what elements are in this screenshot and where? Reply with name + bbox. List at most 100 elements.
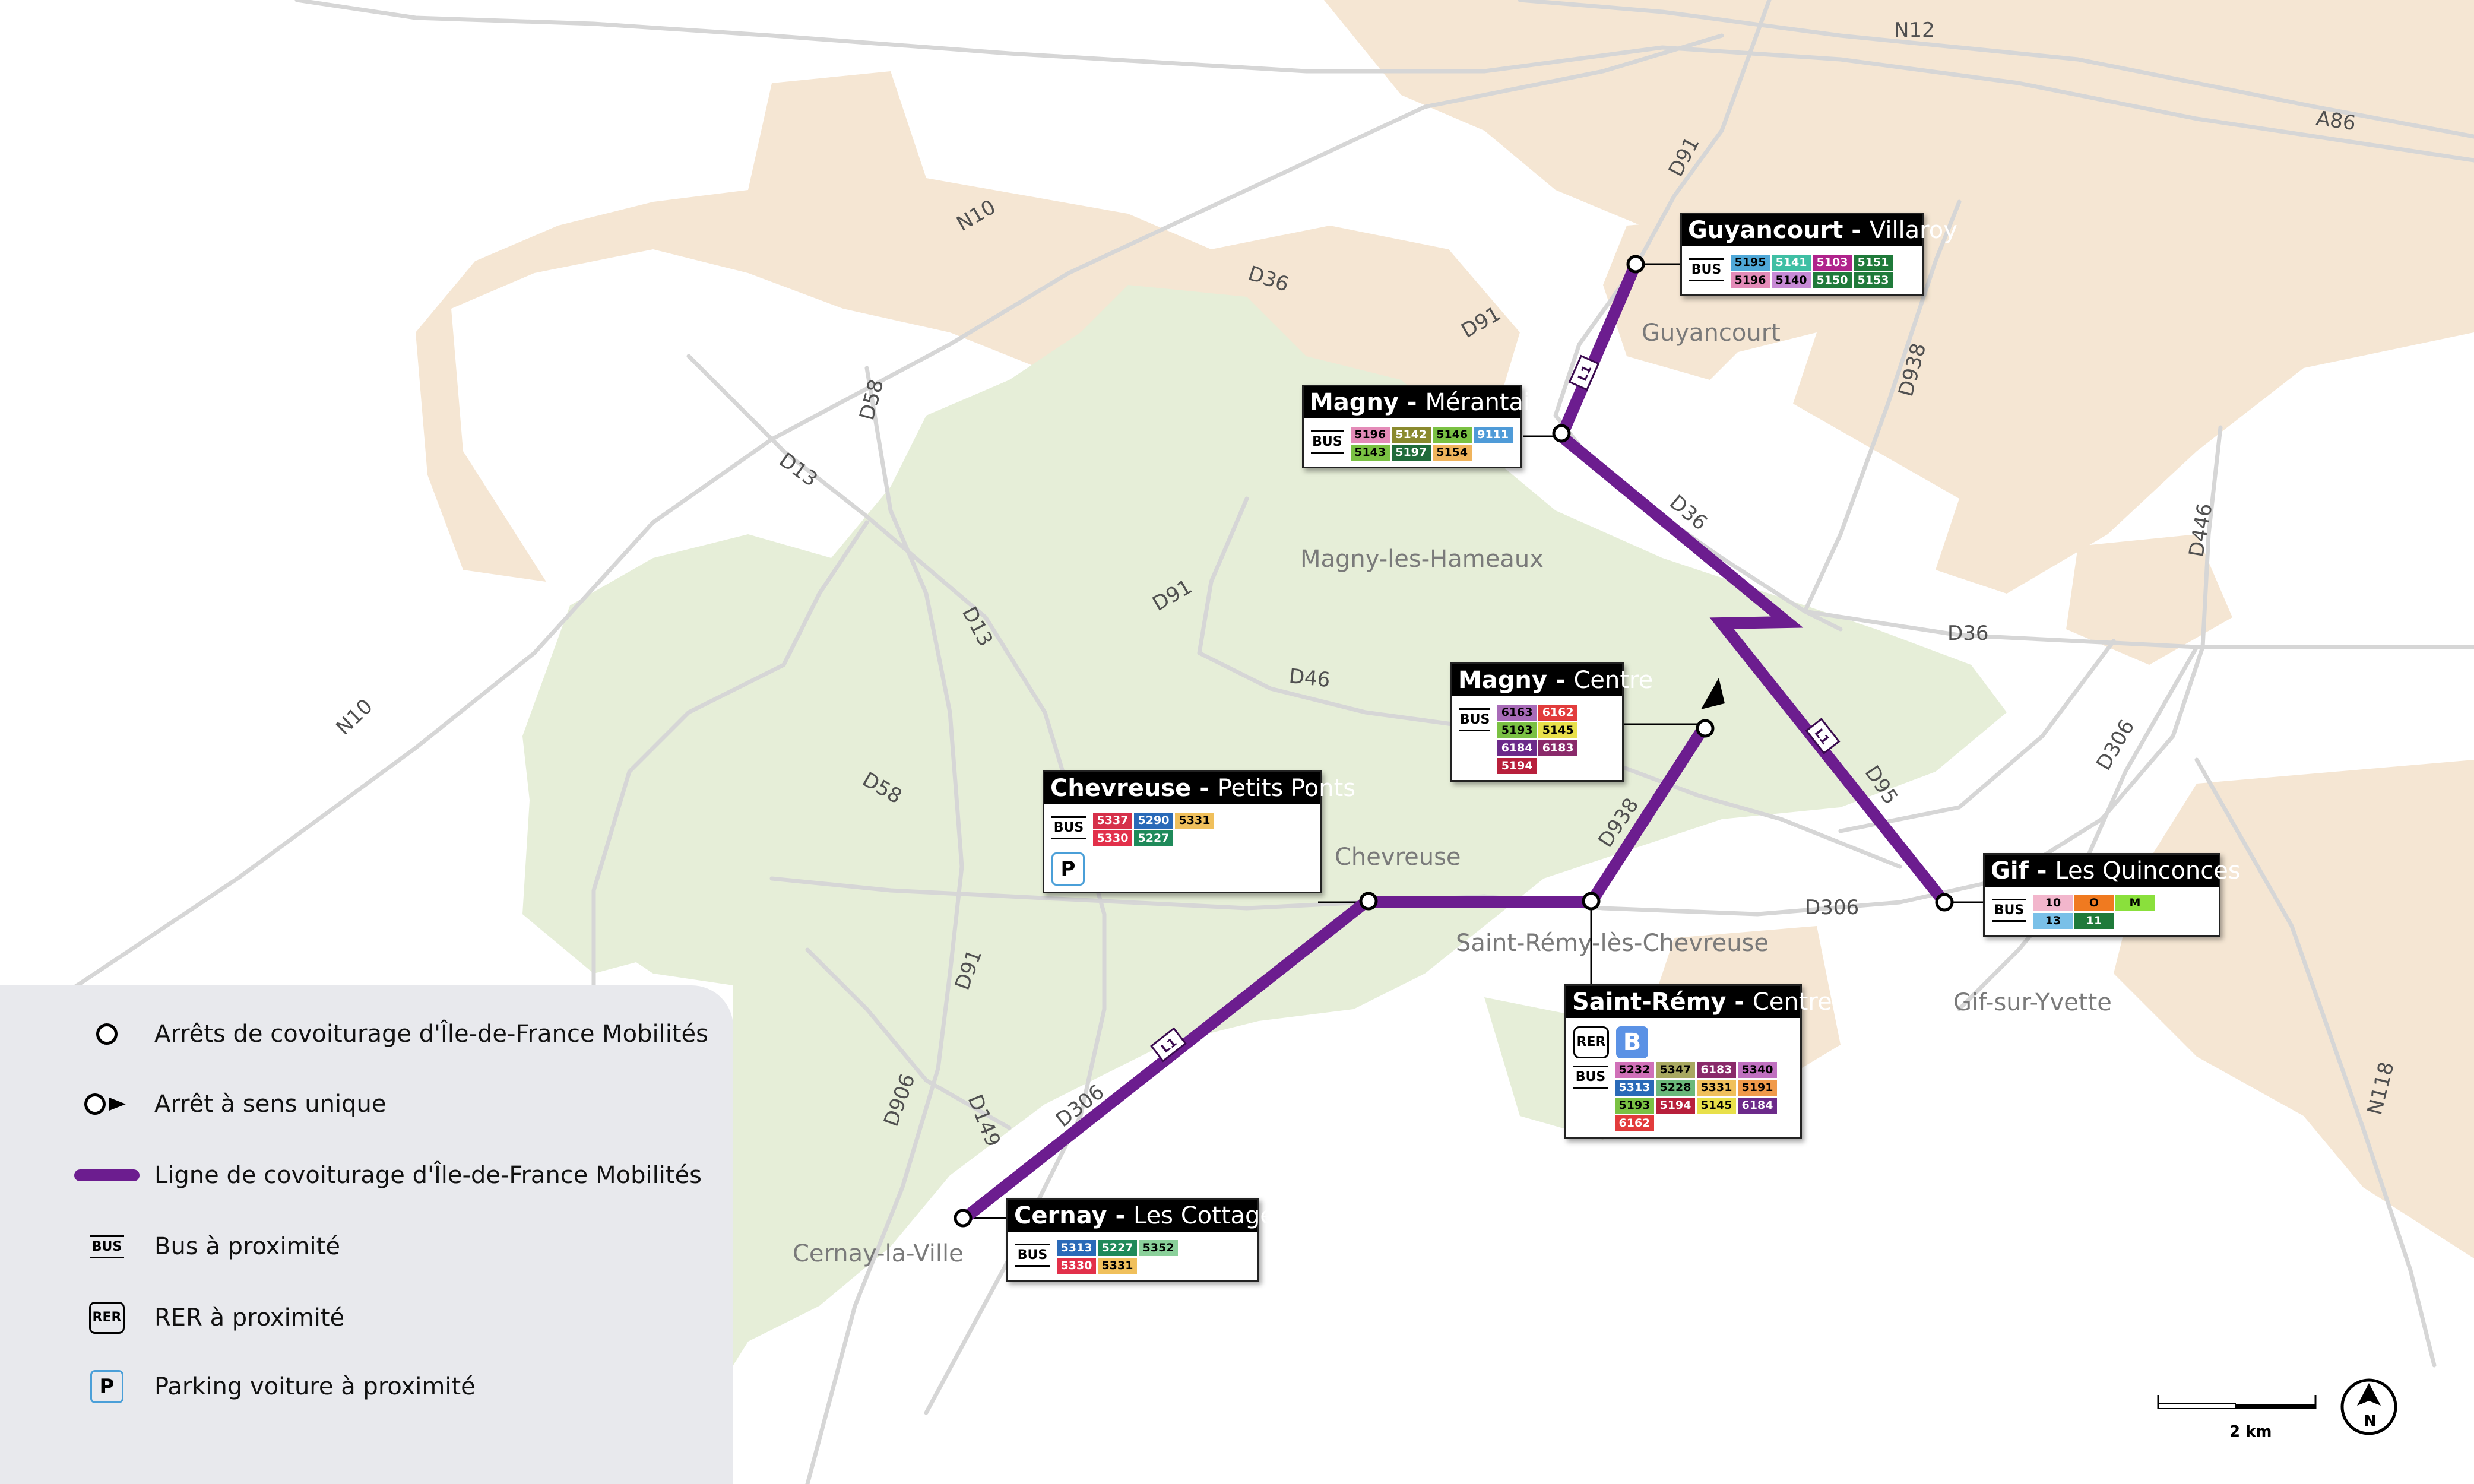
road-label: N12	[1894, 18, 1935, 42]
parking-icon: P	[1051, 852, 1085, 886]
bus-line-chip: 5103	[1813, 255, 1852, 271]
bus-line-chip: 11	[2074, 913, 2114, 929]
bus-line-chip: O	[2074, 895, 2114, 911]
bus-icon: BUS	[1051, 816, 1086, 839]
bus-line-chip: 5331	[1697, 1080, 1736, 1096]
rer-icon: RER	[89, 1302, 125, 1334]
bus-line-chip: 5352	[1139, 1240, 1178, 1256]
scale-bar: 2 km	[2157, 1395, 2317, 1441]
one-way-arrow-icon	[1701, 678, 1725, 709]
legend-label: Arrêt à sens unique	[154, 1090, 387, 1118]
bus-line-chip: 5313	[1615, 1080, 1654, 1096]
bus-line-chip: 5196	[1350, 427, 1390, 443]
bus-line-chip: 5193	[1497, 722, 1537, 738]
road-label: D306	[2092, 716, 2139, 775]
road-label: D36	[1947, 621, 1988, 645]
bus-line-chip: 5142	[1391, 427, 1431, 443]
stop-marker[interactable]	[1626, 255, 1645, 274]
stop-title: Gif - Les Quinconces	[1985, 855, 2241, 887]
bus-line-chip: 6183	[1538, 740, 1578, 756]
legend-label: Parking voiture à proximité	[154, 1373, 476, 1400]
bus-line-chip: 5153	[1854, 272, 1893, 288]
bus-line-chip: 9111	[1473, 427, 1513, 443]
bus-icon: BUS	[1573, 1066, 1608, 1089]
bus-line-chip: 5195	[1731, 255, 1770, 271]
one-way-arrow-icon	[109, 1098, 126, 1111]
rer-icon: RER	[1573, 1026, 1609, 1058]
stop-marker[interactable]	[954, 1209, 973, 1228]
bus-line-chip: 5145	[1697, 1098, 1736, 1114]
legend-label: RER à proximité	[154, 1304, 345, 1331]
carpool-line-icon	[74, 1169, 140, 1181]
bus-line-chip: 5331	[1098, 1258, 1137, 1274]
rer-line-b-icon: B	[1616, 1026, 1648, 1058]
bus-line-chip: 5154	[1432, 445, 1472, 461]
parking-icon: P	[90, 1370, 123, 1403]
bus-line-chip: 5313	[1057, 1240, 1096, 1256]
stop-title: Chevreuse - Petits Ponts	[1044, 772, 1355, 804]
bus-line-chip: 5330	[1093, 830, 1132, 846]
bus-line-chip: 5141	[1772, 255, 1811, 271]
stop-title: Magny - Mérantais	[1304, 386, 1542, 418]
north-label: N	[2364, 1412, 2377, 1430]
stop-ring-icon	[96, 1023, 118, 1045]
bus-line-chip: 5227	[1134, 830, 1173, 846]
town-label: Guyancourt	[1642, 319, 1781, 347]
bus-line-chip: 5150	[1813, 272, 1852, 288]
bus-line-chip: 5196	[1731, 272, 1770, 288]
road-label: A86	[2315, 106, 2357, 135]
stop-title: Cernay - Les Cottages	[1008, 1200, 1287, 1232]
bus-line-chip: 6183	[1697, 1062, 1736, 1078]
stop-title: Saint-Rémy - Centre	[1566, 986, 1832, 1018]
bus-icon: BUS	[1689, 258, 1724, 281]
bus-line-chip: 5194	[1656, 1098, 1695, 1114]
bus-line-chip: 5194	[1497, 758, 1537, 774]
bus-icon: BUS	[1459, 708, 1491, 731]
bus-line-chip: 5331	[1175, 813, 1214, 829]
road-label: D446	[2184, 502, 2217, 559]
road-label: D306	[1805, 896, 1859, 919]
bus-line-chip: 5227	[1098, 1240, 1137, 1256]
stop-marker[interactable]	[1582, 892, 1601, 911]
north-arrow-icon: N	[2340, 1378, 2397, 1435]
bus-line-chip: 5228	[1656, 1080, 1695, 1096]
bus-line-chip: 5347	[1656, 1062, 1695, 1078]
bus-line-chip: 5140	[1772, 272, 1811, 288]
bus-line-chip: M	[2115, 895, 2155, 911]
stop-marker[interactable]	[1696, 719, 1715, 738]
bus-line-chip: 5151	[1854, 255, 1893, 271]
stop-markers[interactable]	[954, 255, 1954, 1228]
bus-line-chip: 6162	[1615, 1115, 1654, 1131]
stop-title: Magny - Centre	[1452, 664, 1653, 696]
bus-line-chip: 5232	[1615, 1062, 1654, 1078]
town-label: Chevreuse	[1335, 844, 1461, 871]
town-label: Saint-Rémy-lès-Chevreuse	[1456, 930, 1769, 957]
stop-marker[interactable]	[1359, 892, 1378, 911]
bus-icon: BUS	[1311, 430, 1344, 454]
bus-line-chip: 5193	[1615, 1098, 1654, 1114]
bus-line-chip: 6163	[1497, 705, 1537, 721]
bus-line-chip: 5340	[1738, 1062, 1777, 1078]
stop-ring-icon	[84, 1093, 106, 1115]
bus-line-chip: 5191	[1738, 1080, 1777, 1096]
line-tags: L1 L1 L1	[1150, 354, 1841, 1063]
legend-label: Bus à proximité	[154, 1233, 340, 1260]
stop-marker[interactable]	[1552, 424, 1571, 443]
road-label: D58	[855, 377, 889, 423]
town-label: Cernay-la-Ville	[793, 1240, 964, 1267]
stop-marker[interactable]	[1935, 893, 1954, 912]
bus-line-chip: 5290	[1134, 813, 1173, 829]
bus-line-chip: 5337	[1093, 813, 1132, 829]
